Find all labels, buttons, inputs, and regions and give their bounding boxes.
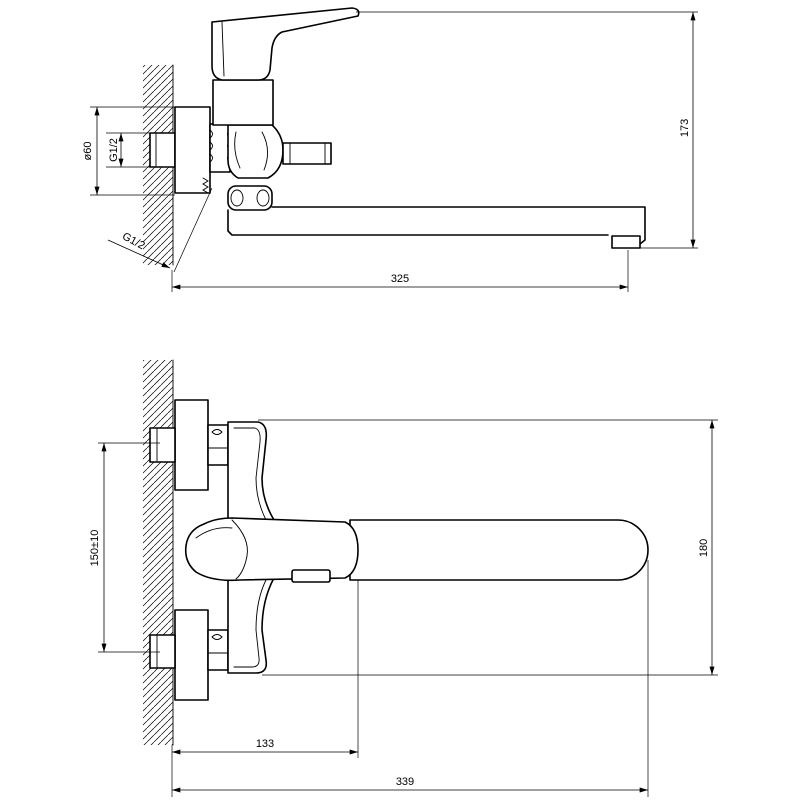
body-upper-side bbox=[212, 79, 274, 126]
collar-ring-right bbox=[256, 189, 270, 207]
spout-collar-side bbox=[227, 185, 273, 211]
plan-view: 150±10 180 133 339 bbox=[89, 359, 718, 797]
lever-handle-edge bbox=[221, 21, 225, 77]
dim-line-thread-wall bbox=[107, 239, 171, 269]
lever-handle-plan bbox=[184, 517, 359, 582]
valve-body-detail bbox=[234, 131, 268, 171]
label-length: 325 bbox=[391, 273, 409, 285]
escutcheon-lower bbox=[174, 609, 209, 701]
diverter-knob-plan bbox=[291, 569, 331, 583]
lever-handle-contour bbox=[195, 519, 248, 580]
spout-plan bbox=[349, 519, 649, 581]
lever-handle-side bbox=[211, 7, 360, 81]
spout-side bbox=[227, 206, 646, 245]
nut-lower-detail bbox=[207, 634, 229, 654]
collar-ring-left bbox=[230, 189, 244, 207]
nipple-lower bbox=[149, 634, 176, 669]
nut-upper bbox=[207, 424, 229, 466]
label-height: 173 bbox=[679, 119, 691, 137]
label-overall-length: 339 bbox=[396, 776, 414, 788]
spring-detail bbox=[202, 177, 209, 194]
label-handle-reach: 133 bbox=[256, 738, 274, 750]
valve-body-bevel bbox=[233, 427, 267, 668]
nut-upper-detail bbox=[207, 429, 229, 449]
side-view: ø60 G1/2 G1/2 173 325 bbox=[82, 7, 698, 292]
nut-lower bbox=[207, 629, 229, 671]
label-thread-nipple: G1/2 bbox=[108, 138, 120, 162]
escutcheon-upper bbox=[174, 399, 209, 491]
wall-hatch-plan bbox=[143, 360, 173, 745]
label-thread-wall: G1/2 bbox=[120, 230, 147, 252]
wall-nipple-side bbox=[149, 132, 176, 168]
label-diameter-escutcheon: ø60 bbox=[82, 142, 94, 161]
valve-body-side bbox=[227, 124, 284, 179]
label-width: 180 bbox=[698, 539, 710, 557]
escutcheon-side bbox=[174, 106, 211, 194]
connection-nut-side bbox=[209, 123, 231, 173]
thread-leader bbox=[173, 187, 213, 273]
aerator-side bbox=[611, 235, 641, 249]
nipple-upper bbox=[149, 427, 176, 463]
label-center-distance: 150±10 bbox=[89, 530, 101, 567]
diverter-knob-side bbox=[282, 142, 332, 165]
